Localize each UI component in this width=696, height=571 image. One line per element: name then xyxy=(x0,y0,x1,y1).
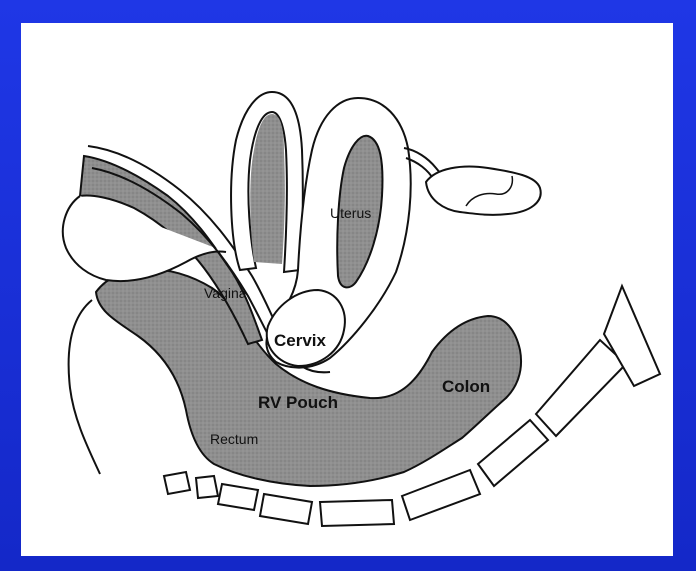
label-rectum: Rectum xyxy=(210,431,258,447)
vertebra-7 xyxy=(478,420,548,486)
ovary xyxy=(426,167,541,215)
label-colon: Colon xyxy=(442,377,490,396)
vertebra-4 xyxy=(260,494,312,524)
vertebra-2 xyxy=(196,476,218,498)
posterior-wall xyxy=(69,300,100,474)
vertebra-6 xyxy=(402,470,480,520)
vertebra-8 xyxy=(536,340,626,436)
label-vagina: Vagina xyxy=(204,285,247,301)
vertebra-5 xyxy=(320,500,394,526)
label-uterus: Uterus xyxy=(330,205,371,221)
vertebra-3 xyxy=(218,484,258,510)
label-rv-pouch: RV Pouch xyxy=(258,393,338,412)
label-cervix: Cervix xyxy=(274,331,327,350)
vertebra-1 xyxy=(164,472,190,494)
